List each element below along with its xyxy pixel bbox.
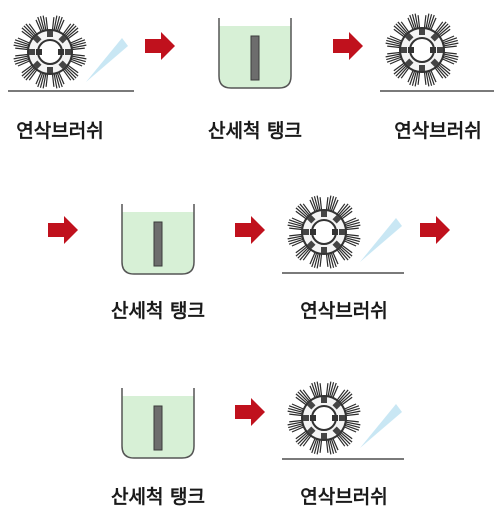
process-arrow-4 bbox=[235, 216, 265, 244]
brush-roller-icon-2 bbox=[380, 13, 494, 92]
spray-icon bbox=[360, 218, 402, 262]
label-tank-1: 산세척 탱크 bbox=[207, 120, 302, 142]
label-tank-3: 산세척 탱크 bbox=[110, 486, 205, 508]
process-arrow-3 bbox=[48, 216, 78, 244]
label-brush-1: 연삭브러쉬 bbox=[16, 120, 104, 142]
label-tank-2: 산세척 탱크 bbox=[110, 300, 205, 322]
acid-tank-icon-1 bbox=[218, 18, 292, 89]
label-brush-4: 연삭브러쉬 bbox=[300, 486, 388, 508]
process-arrow-1 bbox=[145, 32, 175, 60]
brush-roller-icon-4 bbox=[282, 381, 404, 460]
brush-roller-icon-3 bbox=[282, 195, 404, 274]
label-brush-3: 연삭브러쉬 bbox=[300, 300, 388, 322]
process-arrow-5 bbox=[420, 216, 450, 244]
brush-roller-icon-1 bbox=[8, 15, 134, 92]
process-arrow-2 bbox=[333, 32, 363, 60]
acid-tank-icon-2 bbox=[121, 204, 195, 275]
label-brush-2: 연삭브러쉬 bbox=[394, 120, 482, 142]
spray-icon bbox=[86, 38, 128, 82]
spray-icon bbox=[360, 404, 402, 448]
process-arrow-6 bbox=[235, 398, 265, 426]
acid-tank-icon-3 bbox=[121, 388, 195, 459]
